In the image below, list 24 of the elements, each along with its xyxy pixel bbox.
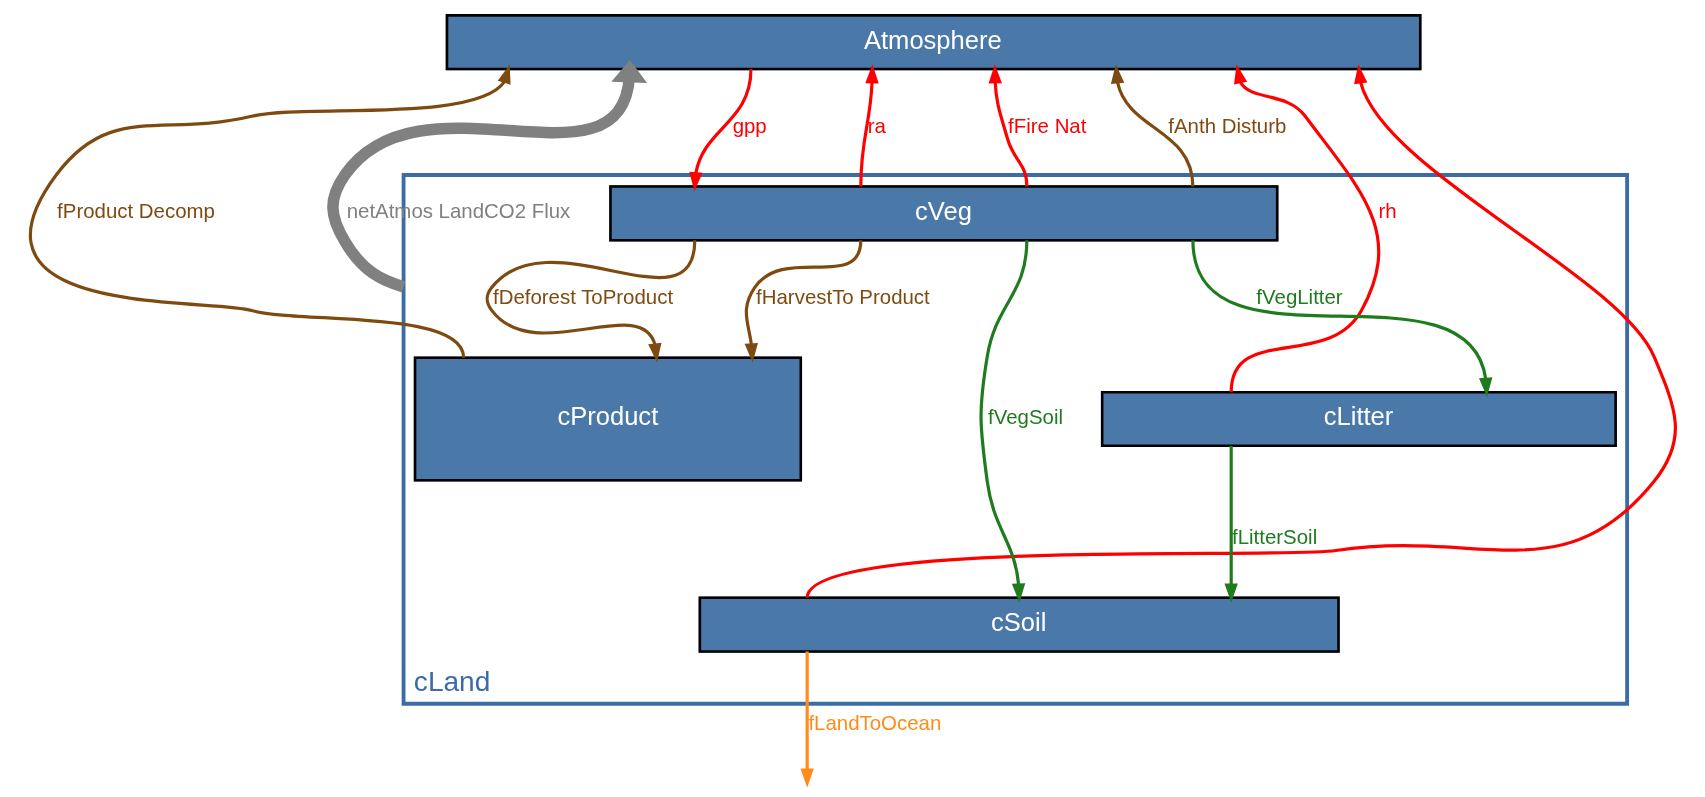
arrow bbox=[978, 239, 1028, 603]
arrow bbox=[744, 239, 862, 362]
edge-label: fFire Nat bbox=[1007, 114, 1086, 137]
edge-label: fDeforest ToProduct bbox=[492, 285, 673, 308]
arrow bbox=[799, 650, 814, 788]
arrow bbox=[1190, 239, 1492, 397]
edge-label: fProduct Decomp bbox=[56, 199, 215, 222]
edge-label: rh bbox=[1378, 199, 1397, 222]
arrow bbox=[1223, 445, 1238, 603]
arrow bbox=[326, 59, 647, 292]
arrow bbox=[858, 63, 879, 187]
edge-label: fVegSoil bbox=[987, 405, 1063, 428]
arrow bbox=[688, 68, 753, 191]
edge-label: ra bbox=[867, 114, 886, 137]
arrow bbox=[485, 239, 696, 362]
edge-label: gpp bbox=[732, 114, 767, 137]
arrow bbox=[805, 63, 1677, 599]
arrow bbox=[29, 63, 511, 358]
edge-label: fVegLitter bbox=[1255, 285, 1343, 308]
edge-label: fHarvestTo Product bbox=[755, 285, 930, 308]
arrow bbox=[988, 63, 1028, 187]
arrow bbox=[1229, 63, 1380, 392]
edge-label: fAnth Disturb bbox=[1167, 114, 1286, 137]
arrow bbox=[1110, 63, 1194, 187]
